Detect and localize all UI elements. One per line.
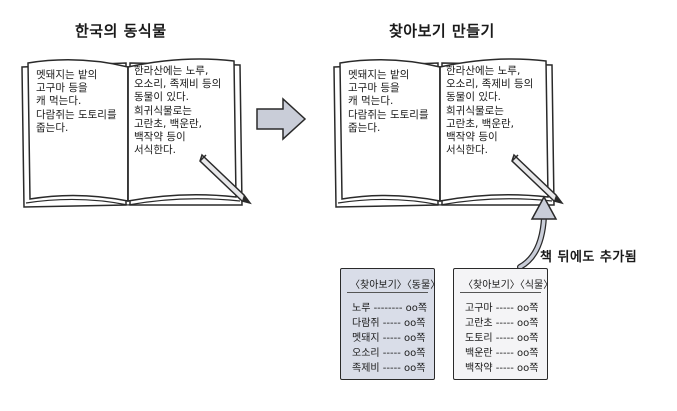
index-row: 고란초 ----- oo쪽 [465, 318, 539, 329]
divider [347, 292, 428, 293]
index-row: 족제비 ----- oo쪽 [352, 363, 426, 374]
index-row: 고구마 ----- oo쪽 [465, 303, 539, 314]
pen-icon [199, 153, 252, 205]
divider [460, 292, 541, 293]
right-page-text: 한라산에는 노루, 오소리, 족제비 등의 동물이 있다. 희귀식물로는 고란초… [446, 65, 534, 157]
left-title: 한국의 동식물 [75, 22, 167, 40]
index-row: 멧돼지 ----- oo쪽 [352, 333, 426, 344]
right-title: 찾아보기 만들기 [389, 22, 495, 40]
arrow-icon [256, 97, 307, 141]
index-row: 백운란 ----- oo쪽 [465, 348, 539, 359]
index-row: 노루 -------- oo쪽 [352, 303, 428, 314]
left-book: 멧돼지는 밭의 고구마 등을 캐 먹는다. 다람쥐는 도토리를 줍는다. 한라산… [18, 55, 252, 220]
card-header: 〈찾아보기〉〈동물〉 [350, 280, 441, 291]
index-card-animals: 〈찾아보기〉〈동물〉 노루 -------- oo쪽 다람쥐 ----- oo쪽… [340, 268, 440, 380]
right-page-text: 한라산에는 노루, 오소리, 족제비 등의 동물이 있다. 희귀식물로는 고란초… [134, 65, 222, 157]
curved-arrow-icon [517, 195, 558, 270]
index-row: 다람쥐 ----- oo쪽 [352, 318, 426, 329]
left-page-text: 멧돼지는 밭의 고구마 등을 캐 먹는다. 다람쥐는 도토리를 줍는다. [36, 69, 117, 134]
index-card-plants: 〈찾아보기〉〈식물〉 고구마 ----- oo쪽 고란초 ----- oo쪽 도… [453, 268, 553, 380]
index-row: 백작약 ----- oo쪽 [465, 363, 539, 374]
index-row: 도토리 ----- oo쪽 [465, 333, 539, 344]
note-text: 책 뒤에도 추가됨 [540, 250, 638, 265]
pen-icon [511, 153, 564, 205]
right-book: 멧돼지는 밭의 고구마 등을 캐 먹는다. 다람쥐는 도토리를 줍는다. 한라산… [330, 55, 564, 220]
card-header: 〈찾아보기〉〈식물〉 [463, 280, 554, 291]
left-page-text: 멧돼지는 밭의 고구마 등을 캐 먹는다. 다람쥐는 도토리를 줍는다. [348, 69, 429, 134]
index-row: 오소리 ----- oo쪽 [352, 348, 426, 359]
